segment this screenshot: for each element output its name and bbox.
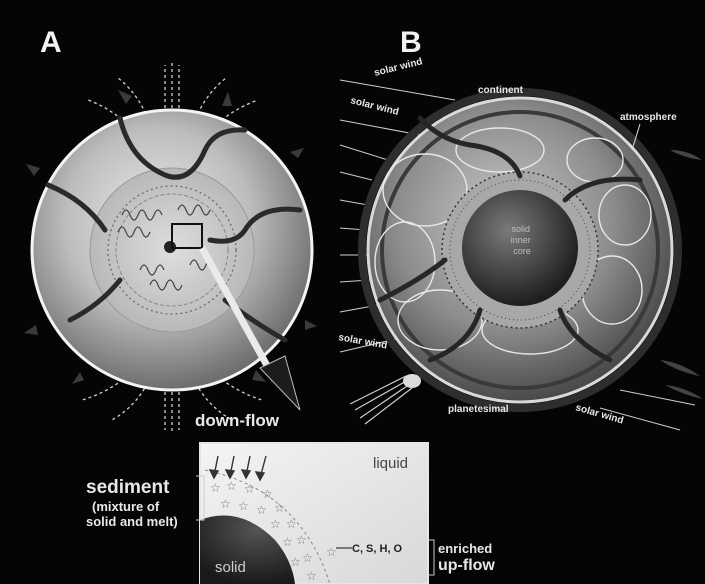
- up-flow-label: up-flow: [438, 557, 495, 574]
- continent-label: continent: [478, 85, 524, 96]
- inset-liquid-label: liquid: [373, 455, 408, 472]
- planetesimal-label: planetesimal: [448, 404, 509, 415]
- panel-a: A: [24, 26, 317, 432]
- svg-text:☆: ☆: [220, 497, 231, 511]
- sediment-sub-1: (mixture of: [92, 499, 160, 514]
- solar-wind-label-2: solar wind: [349, 95, 400, 118]
- atmosphere-label: atmosphere: [620, 112, 677, 123]
- down-flow-label: down-flow: [195, 411, 280, 430]
- sediment-title: sediment: [86, 477, 170, 498]
- inset-elements-label: C, S, H, O: [352, 543, 403, 555]
- svg-text:☆: ☆: [296, 533, 307, 547]
- solar-wind-label-3: solar wind: [337, 332, 388, 351]
- panel-a-letter: A: [40, 26, 62, 59]
- svg-text:☆: ☆: [306, 569, 317, 583]
- svg-text:☆: ☆: [274, 501, 285, 515]
- svg-text:☆: ☆: [256, 503, 267, 517]
- planetesimal: [350, 374, 421, 424]
- svg-text:☆: ☆: [262, 487, 273, 501]
- svg-text:☆: ☆: [286, 517, 297, 531]
- svg-text:☆: ☆: [326, 545, 337, 559]
- solar-wind-label-4: solar wind: [574, 402, 625, 426]
- svg-text:☆: ☆: [226, 479, 237, 493]
- inset-solid-label: solid: [215, 559, 246, 576]
- svg-text:☆: ☆: [282, 535, 293, 549]
- svg-text:☆: ☆: [270, 517, 281, 531]
- svg-text:☆: ☆: [244, 482, 255, 496]
- svg-text:☆: ☆: [302, 551, 313, 565]
- panel-b-letter: B: [400, 26, 422, 59]
- svg-text:☆: ☆: [290, 555, 301, 569]
- solar-wind-label-1: solar wind: [373, 56, 424, 79]
- inset-panel: ☆☆☆ ☆☆☆ ☆☆☆ ☆☆☆ ☆☆☆ ☆ liquid solid C, S,…: [200, 443, 428, 584]
- core-label: solid inner core: [511, 224, 534, 256]
- enriched-label: enriched: [438, 541, 492, 556]
- sediment-sub-2: solid and melt): [86, 514, 178, 529]
- svg-text:☆: ☆: [238, 499, 249, 513]
- panel-b: B solid: [337, 26, 703, 430]
- svg-text:☆: ☆: [210, 481, 221, 495]
